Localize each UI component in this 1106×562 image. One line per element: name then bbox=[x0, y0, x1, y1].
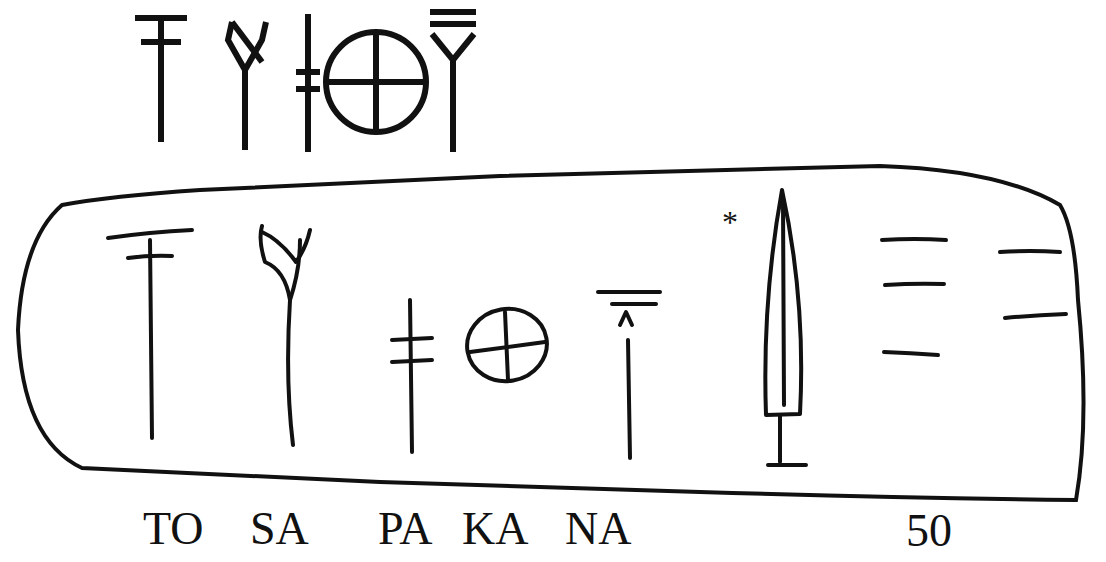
syllable-label: TO bbox=[143, 506, 204, 552]
asterisk-mark: * bbox=[722, 206, 738, 238]
number-label: 50 bbox=[906, 508, 952, 554]
syllable-label: KA bbox=[462, 506, 528, 552]
incised-glyphs bbox=[108, 190, 1066, 465]
syllable-label: SA bbox=[250, 506, 309, 552]
tablet-outline bbox=[18, 166, 1084, 500]
standard-glyphs bbox=[135, 12, 476, 152]
syllable-label: NA bbox=[565, 506, 631, 552]
syllable-label: PA bbox=[378, 506, 433, 552]
